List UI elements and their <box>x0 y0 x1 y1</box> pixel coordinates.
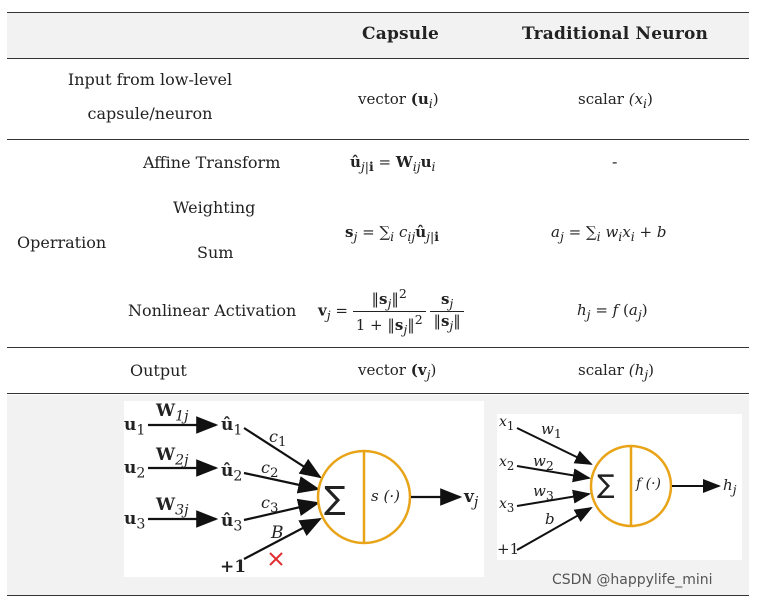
capsule-coupling-arrow-3 <box>243 498 321 522</box>
capsule-bias-cross <box>269 552 283 566</box>
neuron-weight-1: w1 <box>541 420 562 441</box>
rule-header <box>7 58 749 59</box>
neuron-input-1: x1 <box>499 414 515 433</box>
capsule-bias-input: +1 <box>220 557 247 577</box>
capsule-input-2: u2 <box>124 458 146 482</box>
input-label-line2: capsule/neuron <box>87 104 213 123</box>
capsule-coupling-2: c2 <box>261 458 279 482</box>
capsule-weight-1: W1j <box>156 401 189 425</box>
input-label-line1: Input from low-level <box>67 70 233 89</box>
neuron-weight-arrow-1 <box>516 427 593 465</box>
header-traditional-neuron: Traditional Neuron <box>522 24 709 44</box>
activation-neuron-formula: hj = f (aj) <box>577 301 648 322</box>
rule-output <box>7 393 749 394</box>
output-neuron-cell: scalar (hj) <box>578 361 654 382</box>
rule-operation <box>7 347 749 348</box>
rule-input <box>7 139 749 140</box>
neuron-input-3: x3 <box>499 496 515 515</box>
neuron-diagram-svg <box>516 427 721 551</box>
capsule-input-1: u1 <box>124 415 146 439</box>
capsule-weight-2: W2j <box>156 445 189 469</box>
weighting-sum-neuron-formula: aj = ∑i wixi + b <box>551 223 667 244</box>
neuron-weight-arrow-2 <box>516 465 591 483</box>
neuron-bias-arrow <box>516 507 593 551</box>
capsule-prediction-2: û2 <box>221 461 243 485</box>
capsule-weight-3: W3j <box>156 495 189 519</box>
watermark: CSDN @happylife_mini <box>552 572 713 588</box>
affine-transform-label: Affine Transform <box>143 153 281 172</box>
capsule-coupling-arrow-2 <box>243 471 321 494</box>
neuron-input-2: x2 <box>499 454 515 473</box>
output-label: Output <box>130 361 187 380</box>
neuron-activation-label: f (·) <box>636 476 662 492</box>
capsule-diagram: u1 u2 u3 W1j W2j W3j û1 û2 û3 c1 c2 c3 B… <box>124 401 484 577</box>
neuron-weight-2: w2 <box>533 452 554 473</box>
capsule-coupling-1: c1 <box>269 427 287 451</box>
neuron-weight-arrow-3 <box>516 489 591 507</box>
capsule-coupling-arrow-1 <box>243 427 322 479</box>
nonlinear-activation-label: Nonlinear Activation <box>128 301 297 320</box>
input-neuron-cell: scalar (xi) <box>578 90 653 111</box>
neuron-output-label: hj <box>723 476 737 497</box>
capsule-diagram-svg <box>148 416 463 566</box>
sum-label: Sum <box>197 243 234 262</box>
output-capsule-cell: vector (vj) <box>358 361 437 382</box>
affine-capsule-formula: ûj|i = Wijui <box>350 153 436 174</box>
header-capsule: Capsule <box>362 24 440 44</box>
capsule-coupling-3: c3 <box>261 493 279 517</box>
operation-label: Operration <box>17 233 107 252</box>
weighting-label: Weighting <box>173 198 256 217</box>
capsule-prediction-3: û3 <box>221 511 243 535</box>
rule-bottom <box>7 595 749 596</box>
capsule-bias-arrow <box>243 517 322 560</box>
neuron-bias-input: +1 <box>497 540 520 558</box>
capsule-output-label: vj <box>464 487 479 511</box>
rule-top <box>7 12 749 13</box>
capsule-input-3: u3 <box>124 509 146 533</box>
header-band <box>7 13 749 58</box>
affine-neuron-dash: - <box>612 152 618 171</box>
input-capsule-cell: vector (ui) <box>358 90 439 111</box>
capsule-activation-label: s (·) <box>371 487 400 505</box>
neuron-bias-label: b <box>545 510 555 528</box>
capsule-sum-symbol: ∑ <box>324 479 346 517</box>
capsule-bias-label: B <box>271 523 284 543</box>
weighting-sum-capsule-formula: sj = ∑i cijûj|i <box>345 223 439 244</box>
capsule-prediction-1: û1 <box>221 415 243 439</box>
neuron-weight-3: w3 <box>533 482 554 503</box>
neuron-sum-symbol: ∑ <box>597 470 615 500</box>
neuron-diagram: x1 x2 x3 w1 w2 w3 b +1 ∑ f (·) hj <box>497 414 742 560</box>
